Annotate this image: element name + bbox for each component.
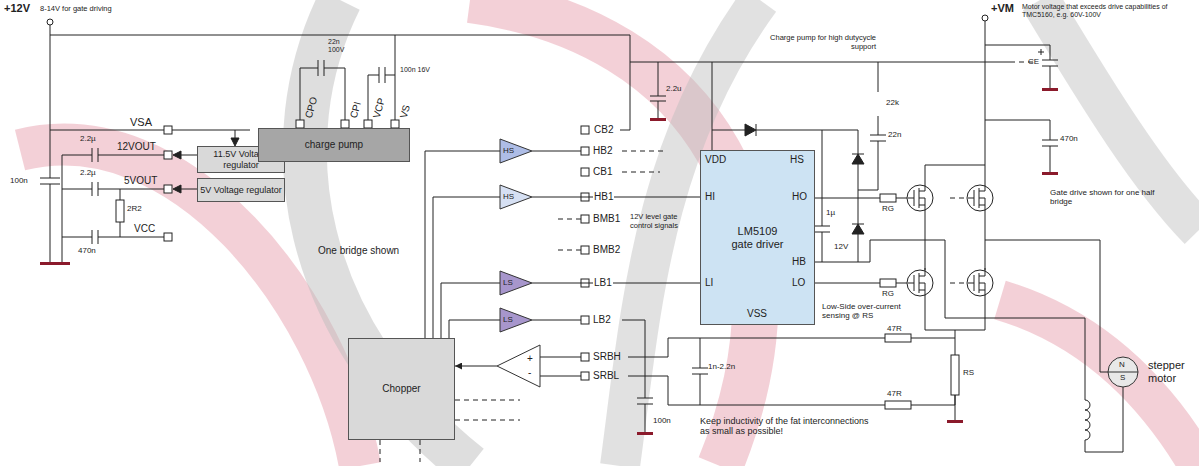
label-text: 12V level gate control signals: [630, 213, 696, 230]
label-text: HI: [705, 191, 715, 203]
high-side-driver: HS: [500, 139, 532, 163]
node-text: HS: [503, 192, 514, 201]
label-text: LO: [792, 277, 805, 289]
label-text: HO: [792, 191, 807, 203]
node-text: LM5109 gate driver: [731, 225, 785, 250]
label-text: VSA: [130, 116, 152, 129]
label-text: 1n-2.2n: [708, 362, 735, 371]
label-text: 100n: [10, 176, 28, 185]
label-text: 100n 16V: [400, 66, 430, 74]
node-text: charge pump: [305, 139, 363, 151]
charge-pump-box: charge pump: [258, 128, 410, 162]
label-text: 5VOUT: [124, 175, 157, 187]
label-text: 2.2µ: [80, 134, 96, 143]
node-text: 5V Voltage regulator: [200, 185, 282, 195]
label-text: LB2: [593, 314, 611, 326]
label-text: SRBH: [593, 351, 621, 363]
label-text: RS: [963, 368, 974, 377]
label-text: 2.2u: [666, 84, 682, 93]
mosfets: [907, 183, 993, 298]
node-text: S: [1120, 373, 1125, 382]
label-text: 100n: [653, 416, 671, 425]
label-text: RG: [882, 289, 894, 298]
label-text: HB: [792, 256, 806, 268]
node-outline: [497, 345, 540, 387]
regulator-box: 5V Voltage regulator: [197, 178, 285, 202]
connector: [425, 151, 500, 338]
label-text: CB2: [593, 124, 614, 136]
label-text: Gate drive shown for one half bridge: [1050, 188, 1155, 206]
label-text: +12V: [4, 2, 30, 15]
label-text: One bridge shown: [318, 245, 399, 257]
label-text: 2R2: [127, 204, 142, 213]
label-text: VDD: [705, 154, 726, 166]
label-text: 47R: [887, 324, 902, 333]
node-text: N: [1119, 360, 1125, 369]
wires: [40, 15, 1123, 452]
label-text: +VM: [991, 2, 1014, 15]
label-text: CE: [1028, 57, 1039, 66]
label-text: 8-14V for gate driving: [40, 5, 112, 14]
node-text: stepper motor: [1148, 359, 1194, 384]
label-text: Motor voltage that exceeds drive capabil…: [1022, 3, 1172, 19]
label-text: HB1: [593, 191, 614, 203]
label-text: BMB2: [593, 244, 620, 256]
connector: [449, 320, 500, 338]
node-text: LS: [503, 315, 513, 324]
chopper-box: Chopper: [348, 338, 455, 440]
label-text: CB1: [593, 166, 612, 178]
connector: [532, 283, 700, 284]
stepper-motor: NSstepper motor: [1108, 357, 1138, 387]
label-text: 470n: [78, 246, 96, 255]
connector: [532, 197, 700, 198]
label-text: 22k: [886, 98, 899, 107]
label-text: Charge pump for high dutycycle support: [760, 34, 876, 51]
label-text: 2.2µ: [80, 168, 96, 177]
dashed-continuations: [380, 62, 1035, 462]
connector: [441, 283, 500, 338]
low-side-driver: LS: [500, 271, 532, 295]
label-text: CPI: [348, 100, 363, 119]
node-text: +: [527, 353, 533, 365]
node-text: -: [528, 367, 531, 379]
label-text: 470n: [1060, 134, 1078, 143]
low-side-driver: LS: [500, 308, 532, 332]
label-text: BMB1: [593, 213, 620, 225]
label-text: RG: [882, 204, 894, 213]
label-text: VCP: [371, 97, 387, 120]
node-text: Chopper: [382, 383, 420, 395]
node-text: HS: [503, 146, 514, 155]
label-text: VSS: [747, 308, 767, 320]
label-text: VCC: [134, 223, 155, 235]
label-text: 12V: [834, 242, 848, 251]
label-text: 22n 100V: [328, 38, 356, 54]
label-text: LB1: [593, 277, 613, 289]
label-text: HB2: [593, 145, 612, 157]
watermark: [20, 0, 1199, 466]
label-text: LI: [705, 277, 713, 289]
gate-driver-ic: LM5109 gate driver: [700, 150, 815, 325]
label-text: 1µ: [826, 208, 835, 217]
connector: [455, 366, 497, 367]
label-text: SRBL: [593, 370, 619, 382]
high-side-driver: HS: [500, 185, 532, 209]
label-text: HS: [790, 154, 804, 166]
label-text: VS: [398, 104, 413, 120]
label-text: 47R: [887, 389, 902, 398]
comparator: +-: [497, 345, 540, 387]
label-text: 22n: [888, 130, 901, 139]
node-text: LS: [503, 278, 513, 287]
connector: [433, 197, 500, 338]
label-text: 12VOUT: [117, 141, 156, 153]
label-text: Low-Side over-current sensing @ RS: [822, 302, 914, 320]
label-text: Keep inductivity of the fat interconnect…: [700, 416, 870, 437]
grounds: [40, 88, 1058, 435]
